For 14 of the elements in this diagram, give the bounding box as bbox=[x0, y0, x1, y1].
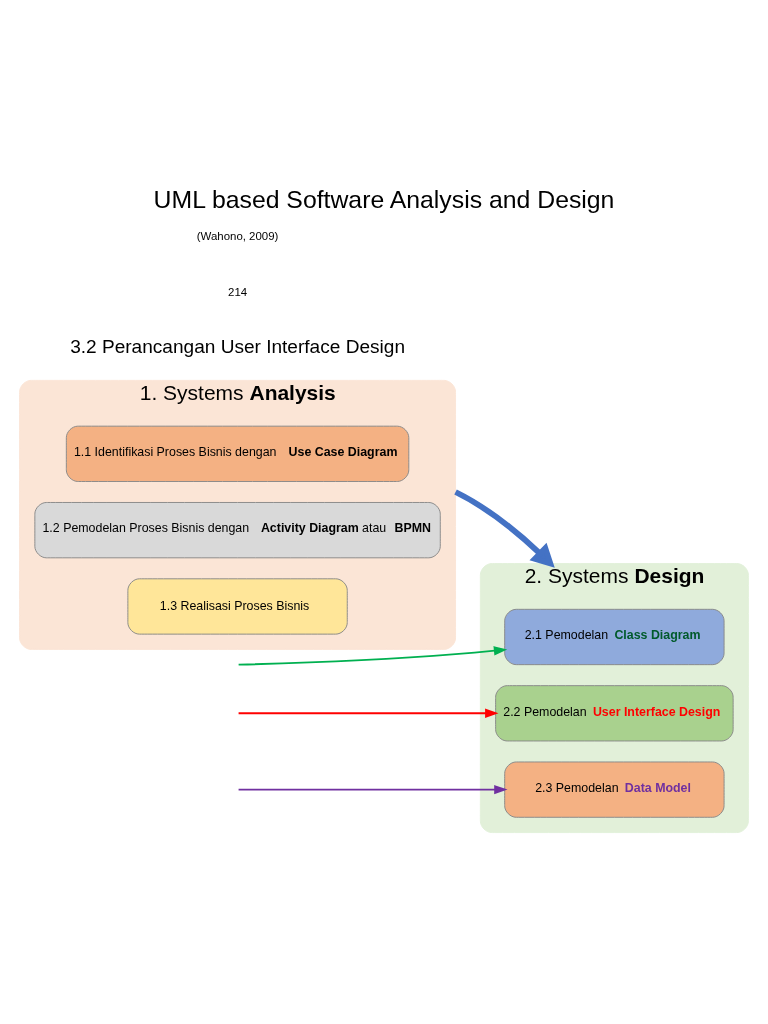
node-box: 1.1 Identifikasi Proses Bisnis dengan Use Case Diagram bbox=[65, 425, 410, 482]
node-box: 2.2 Pemodelan User Interface Design bbox=[495, 684, 734, 741]
label: 214 bbox=[228, 285, 248, 298]
label: (Wahono, 2009) bbox=[196, 229, 279, 242]
label: 3.2 Perancangan User Interface Design bbox=[70, 335, 405, 357]
arrow bbox=[454, 488, 555, 568]
node-box: 1.3 Realisasi Proses Bisnis bbox=[127, 577, 348, 635]
arrow bbox=[237, 784, 508, 794]
node-box: 1.2 Pemodelan Proses Bisnis dengan Activity Diagram atau BPMN bbox=[34, 501, 441, 558]
node-box: 2.3 Pemodelan Data Model bbox=[504, 761, 725, 818]
diagram-title: UML based Software Analysis and Design bbox=[153, 185, 615, 213]
arrow bbox=[237, 708, 499, 718]
node-box: 2.1 Pemodelan Class Diagram bbox=[504, 608, 725, 665]
arrow bbox=[237, 645, 508, 666]
